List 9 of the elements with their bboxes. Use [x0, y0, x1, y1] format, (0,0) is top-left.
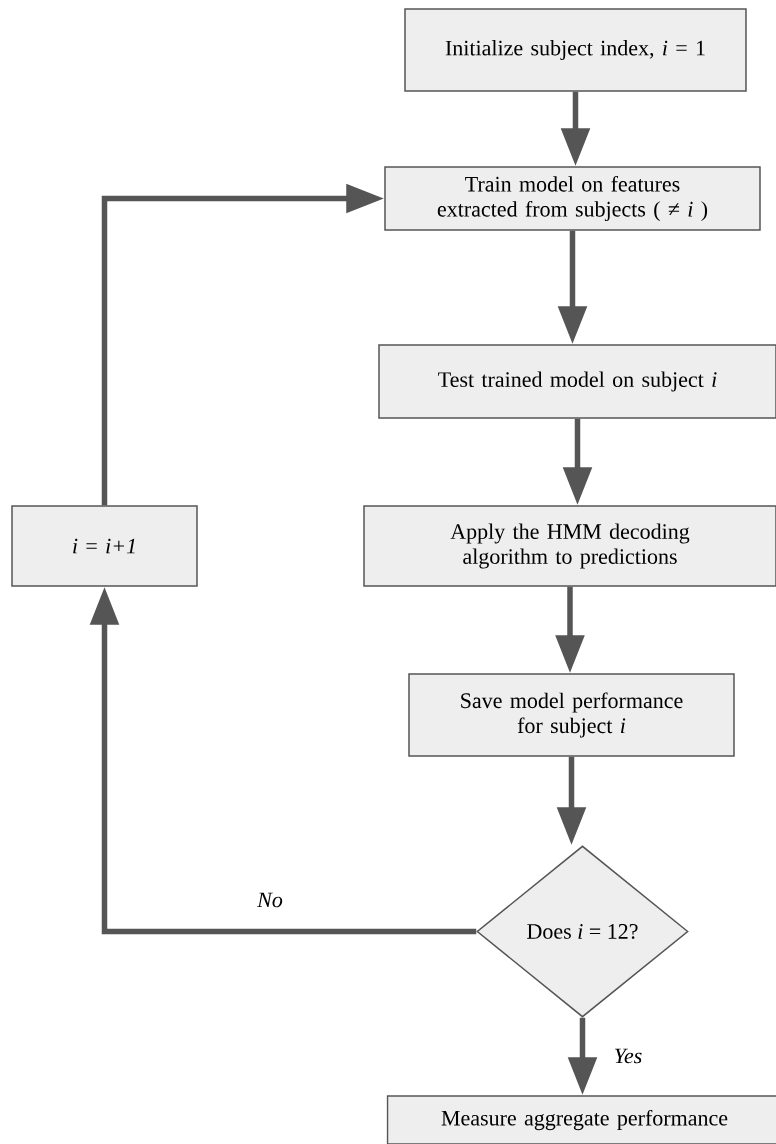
process-box: i = i+1 [11, 505, 198, 587]
edge-label: Yes [612, 1047, 644, 1065]
process-box: Initialize subject index, i = 1 [404, 8, 747, 92]
edge-label: No [256, 891, 284, 909]
process-box: Apply the HMM decoding algorithm to predictions [363, 505, 776, 587]
process-box: Measure aggregate performance [386, 1095, 776, 1144]
process-box: Test trained model on subject i [378, 344, 776, 419]
process-box: Save model performance for subject i [408, 673, 735, 757]
process-box: Train model on features extracted from subjects ( ≠ i ) [384, 166, 761, 231]
